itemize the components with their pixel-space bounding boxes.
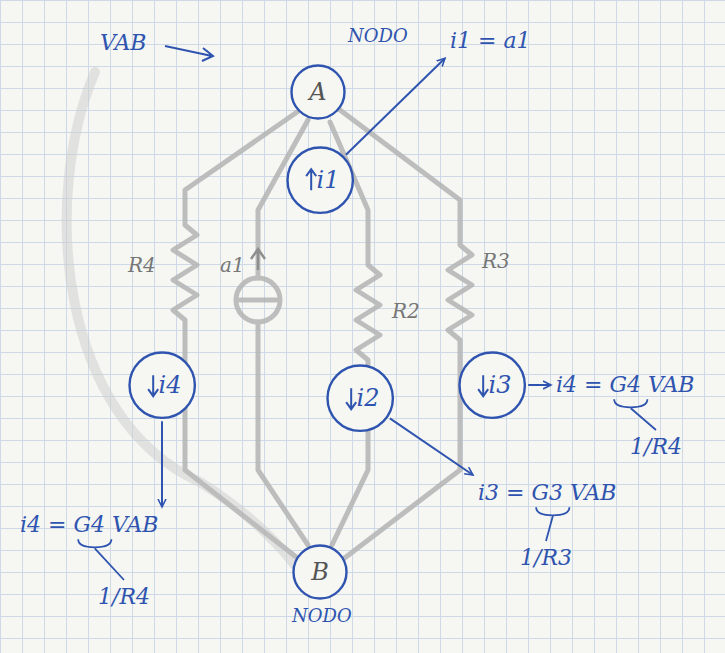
node-text: A <box>309 79 326 105</box>
current-circle: i2 <box>326 364 394 432</box>
node-text: B <box>311 559 329 585</box>
fraction-label: 1/R3 <box>520 545 572 570</box>
fraction-label: 1/R4 <box>98 584 150 609</box>
fraction-label: 1/R4 <box>630 434 682 459</box>
brace-mark <box>614 399 656 430</box>
leader-line <box>528 384 551 386</box>
voltage-label: VAB <box>100 30 146 55</box>
node-text: i4 <box>159 372 182 398</box>
current-circle: i4 <box>128 351 196 419</box>
node-text: i2 <box>357 385 380 411</box>
brace-mark <box>536 507 569 541</box>
node-caption: NODO <box>292 606 352 626</box>
current-circle: i3 <box>458 351 526 419</box>
node-caption: NODO <box>348 26 408 46</box>
node-text: i3 <box>489 372 512 398</box>
node-circle: BNODO <box>292 544 348 600</box>
equation-label: i3 = G3 VAB <box>478 480 616 505</box>
equation-label: i4 = G4 VAB <box>20 512 158 537</box>
leader-line <box>161 421 163 507</box>
equation-label: i4 = G4 VAB <box>556 372 694 397</box>
resistor-label: R4 <box>128 254 156 277</box>
resistor-label: R2 <box>392 300 420 323</box>
leader-line <box>390 418 473 475</box>
node-text: i1 <box>317 167 340 193</box>
resistor-label: R3 <box>482 250 510 273</box>
leader-line <box>346 58 445 154</box>
source-label: a1 <box>220 254 245 277</box>
current-circle: i1 <box>286 146 354 214</box>
node-circle: ANODO <box>290 64 346 120</box>
equation-label: i1 = a1 <box>450 28 531 53</box>
brace-mark <box>78 539 124 580</box>
